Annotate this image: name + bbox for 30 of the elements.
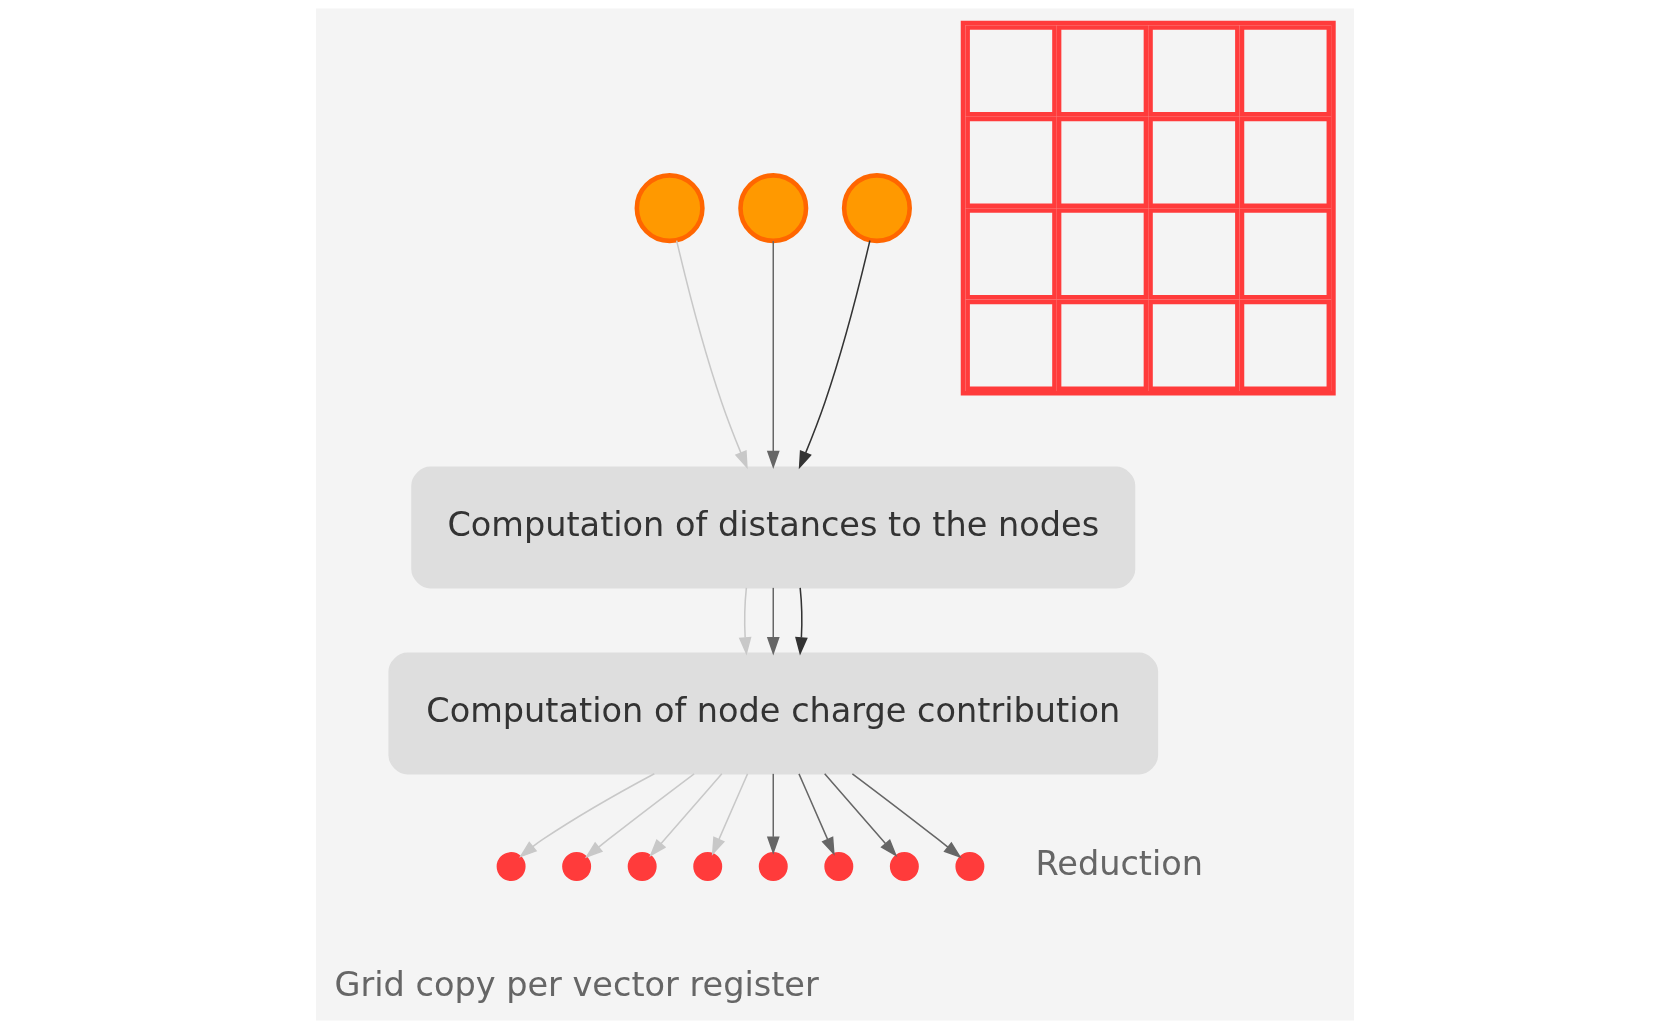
node-circle [738, 173, 809, 244]
arrow [798, 239, 871, 470]
label: Reduction [1035, 844, 1204, 884]
node-circle [562, 852, 592, 882]
arrow [649, 773, 723, 857]
node-circle [634, 173, 705, 244]
node-circle [841, 173, 912, 244]
arrow [675, 239, 748, 470]
node-box: Computation of node charge contribution [388, 652, 1159, 775]
node-box: Computation of distances to the nodes [411, 466, 1136, 589]
arrow [766, 240, 780, 470]
arrow [766, 587, 780, 656]
arrow [738, 587, 752, 656]
node-circle [758, 852, 788, 882]
arrow [711, 773, 749, 856]
arrow [851, 773, 962, 859]
node-circle [955, 852, 985, 882]
arrow [823, 773, 898, 857]
arrow [798, 773, 835, 856]
arrow [519, 772, 656, 858]
node-circle [824, 852, 854, 882]
arrow [766, 773, 780, 855]
node-grid [960, 20, 1336, 396]
node-circle [496, 852, 526, 882]
arrow [795, 587, 808, 656]
arrow [584, 773, 695, 859]
node-circle [889, 852, 919, 882]
node-circle [627, 852, 657, 882]
label: Grid copy per vector register [334, 964, 819, 1004]
node-circle [693, 852, 723, 882]
